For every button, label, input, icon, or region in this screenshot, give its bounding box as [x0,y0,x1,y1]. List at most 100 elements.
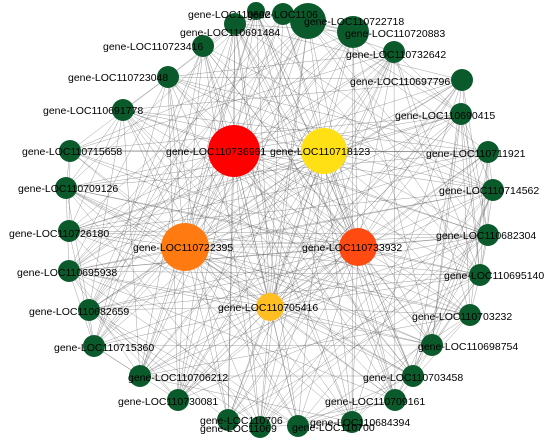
network-edge [233,51,395,152]
network-edge [65,109,124,189]
node-layer [55,2,504,438]
network-edge [184,31,354,248]
network-edge [68,230,359,248]
network-edge [88,13,284,311]
network-edge [69,113,462,152]
network-edge [297,189,494,427]
gene-node-label: gene-LOC110722718 [304,16,404,28]
network-edge [269,234,489,308]
network-edge [68,270,179,401]
network-edge [233,150,433,346]
network-edge [68,150,325,272]
network-edge [88,234,489,311]
network-edge [69,31,354,152]
network-edge [202,45,325,152]
network-edge [269,151,489,308]
network-edge [227,246,359,421]
network-edge [255,10,396,401]
network-edge [177,151,489,401]
gene-node [247,2,265,20]
network-edge [259,51,395,428]
gene-node-label: gene-LOC110706212 [128,372,228,384]
gene-node-label: gene-LOC110698754 [418,341,518,353]
network-edge [65,187,481,276]
network-edge [307,20,462,115]
network-edge [68,76,169,272]
gene-node [217,409,239,431]
network-edge [68,189,494,232]
network-edge [177,79,463,401]
network-edge [259,189,494,428]
network-edge [68,230,95,347]
network-edge [202,45,494,191]
network-edge [88,306,271,311]
gene-node-label: gene-LOC110709126 [18,183,118,195]
network-edge [177,150,325,401]
network-edge [269,20,309,308]
network-edge [431,189,494,346]
network-edge [167,76,271,308]
network-edge [139,10,257,377]
network-edge [68,151,489,232]
network-edge [393,51,471,316]
network-edge [122,109,489,153]
network-edge [202,45,353,423]
gene-node-label: gene-LOC110684394 [310,417,410,429]
gene-node-label: gene-LOC110703458 [363,372,463,384]
network-edge [167,76,463,81]
network-edge [357,246,481,276]
network-edge [139,51,395,377]
network-edge [259,234,489,428]
gene-node-label: gene-LOC110732642 [346,49,446,61]
network-edge [352,31,433,346]
network-edge [269,306,471,316]
network-edge [184,246,433,346]
network-edge [122,109,141,377]
network-edge [184,246,299,427]
gene-node-label: gene-LOC110697796 [350,76,450,88]
gene-node [383,41,405,63]
network-edge [184,246,261,428]
gene-node [477,224,499,246]
gene-node-label: gene-LOC110723416 [103,41,203,53]
network-edge [233,31,354,152]
network-edge [177,20,309,401]
gene-node-label: gene-LOC110720883 [345,28,445,40]
gene-node [55,177,77,199]
gene-node-label: gene-LOC110695140 [444,270,544,282]
network-edge [68,270,271,308]
network-edge [68,230,271,308]
gene-node [83,335,105,357]
network-edge [357,151,489,248]
network-edge [184,23,236,248]
network-edge [259,20,309,428]
network-edge [177,31,354,401]
network-edge [351,246,359,423]
network-edge [255,10,414,377]
gene-node-label: gene-LOC110726180 [9,228,109,240]
gene-node-label: gene-LOC110691778 [43,105,143,117]
network-edge [351,274,481,423]
network-edge [234,23,463,81]
network-edge [184,151,489,248]
gene-node [112,99,134,121]
network-edge [122,109,489,236]
network-edge [184,246,353,423]
gene-node-label: gene-LOC110706 [200,415,283,427]
network-edge [68,270,481,276]
network-edge [259,306,271,428]
network-edge [88,309,229,421]
network-edge [233,150,414,377]
network-edge [88,246,359,311]
gene-node [477,141,499,163]
network-edge [307,20,489,153]
hub-gene-node-label: gene-LOC110736961 [166,146,266,158]
network-edge [431,113,462,346]
gene-node [59,140,81,162]
network-edge [177,23,236,401]
gene-node-label: gene-LOC110700 [292,422,375,434]
network-edge [177,51,395,401]
network-edge [234,23,396,401]
hub-gene-node [339,228,377,266]
